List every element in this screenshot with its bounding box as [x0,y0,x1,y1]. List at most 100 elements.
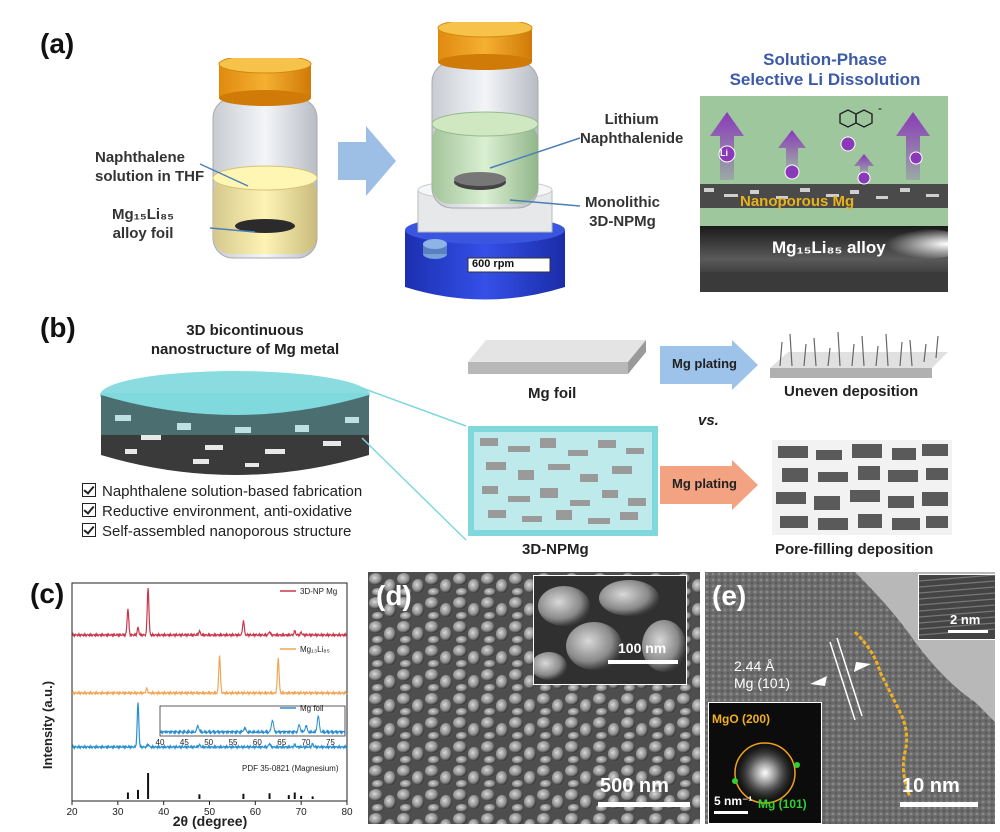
uneven-deposition-illustration [770,331,948,378]
stirrer-speed-label: 600 rpm [472,258,515,270]
fft-mg-label: Mg (101) [758,797,807,811]
fft-mgo-label: MgO (200) [712,712,771,726]
x-tick-label: 20 [66,807,78,818]
zoom-lines [361,387,467,541]
checklist-item: Self-assembled nanoporous structure [82,522,362,542]
nanoporous-mg-label: Nanoporous Mg [740,193,854,210]
d-spacing-label: 2.44 Å Mg (101) [734,658,790,692]
panel-label-c: (c) [30,578,65,609]
alloy-line2: alloy foil [112,225,174,242]
schematic-title-line2: Selective Li Dissolution [729,70,921,89]
mg-foil-slab [468,340,646,374]
alloy-layer-label: Mg₁₅Li₈₅ alloy [772,238,886,257]
alloy-line1: Mg₁₅Li₈₅ [112,206,174,223]
fft-inset [708,702,822,824]
sem-inset-texture [534,580,686,680]
nanostructure-title: 3D bicontinuous nanostructure of Mg meta… [130,321,360,359]
sem-inset-scale-bar [608,660,678,664]
inset-tick-label: 60 [253,738,262,747]
d-spacing-line1: 2.44 Å [734,658,775,674]
mg-plating-label-top: Mg plating [672,356,737,371]
inset-tick-label: 40 [156,738,165,747]
monolithic-npmg-label: Monolithic 3D-NPMg [585,193,660,231]
schematic-title-line1: Solution-Phase [763,50,887,69]
feature-checklist: Naphthalene solution-based fabrication R… [82,482,362,542]
xrd-series-line [71,702,348,751]
legend-label: 3D-NP Mg [300,587,337,596]
sem-scale-bar [598,802,690,807]
checklist-item: Naphthalene solution-based fabrication [82,482,362,502]
npmg-cross-section [468,426,658,536]
naphthalene-line1: Naphthalene [95,149,186,166]
vs-label: vs. [698,412,719,429]
xrd-series-line [71,655,348,697]
sem-inset [533,575,687,685]
tem-inset-scale-bar [948,630,988,633]
checkbox-icon [82,523,96,537]
inset-tick-label: 65 [277,738,286,747]
xrd-series-line [71,588,348,639]
tem-inset-scale-text: 2 nm [950,612,981,627]
monolithic-line2: 3D-NPMg [589,213,656,230]
plating-arrow-blue [660,340,758,390]
li-ion-label: Li [720,148,728,158]
panel-label-b: (b) [40,312,76,343]
svg-text:-: - [878,101,882,115]
alloy-foil-label: Mg₁₅Li₈₅ alloy foil [112,205,174,243]
x-tick-label: 40 [158,807,170,818]
npmg-disc-illustration [100,371,370,475]
naphthalene-line2: solution in THF [95,168,205,185]
inset-tick-label: 70 [302,738,311,747]
panel-label-a: (a) [40,28,75,59]
inset-tick-label: 45 [180,738,189,747]
npmg-label: 3D-NPMg [522,541,589,558]
x-tick-label: 50 [204,807,216,818]
checkbox-icon [82,503,96,517]
nanostructure-title-line2: nanostructure of Mg metal [150,341,340,358]
mg-plating-label-bottom: Mg plating [672,476,737,491]
x-tick-label: 30 [112,807,124,818]
panel-label-d: (d) [376,580,412,611]
inset-tick-label: 55 [229,738,238,747]
x-tick-label: 80 [341,807,353,818]
y-axis-label: Intensity (a.u.) [40,681,55,769]
inset-series-line [159,715,346,736]
monolithic-line1: Monolithic [585,194,660,211]
legend-label: Mg foil [300,704,324,713]
stirrer-vial-illustration [405,22,565,300]
d-spacing-line2: Mg (101) [734,675,791,691]
fft-pattern [731,739,800,807]
fft-scale-bar [714,811,748,814]
tem-scale-bar [900,802,978,807]
panel-label-e: (e) [712,580,747,611]
nanostructure-title-line1: 3D bicontinuous [186,322,304,339]
pore-filling-illustration [772,440,952,535]
sem-inset-scale-text: 100 nm [618,640,667,656]
li-naph-line1: Lithium [604,111,659,128]
fft-scale-text: 5 nm⁻¹ [714,794,753,808]
tem-scale-text: 10 nm [902,775,960,797]
checklist-item: Reductive environment, anti-oxidative [82,502,362,522]
vial-naphthalene-illustration [212,58,318,259]
li-dissolution-schematic: - Nanoporous Mg Mg₁₅Li₈₅ alloy [700,96,948,292]
leader-lines-vial2 [489,137,581,207]
mg-foil-label: Mg foil [528,385,577,402]
uneven-deposition-label: Uneven deposition [784,383,919,400]
li-naph-line2: Naphthalenide [580,130,684,147]
x-tick-label: 60 [250,807,262,818]
leader-lines-vial1 [199,163,256,233]
inset-tick-label: 50 [204,738,213,747]
tem-inset-hrtem [918,574,996,640]
x-tick-label: 70 [296,807,308,818]
checkbox-icon [82,483,96,497]
lithium-naphthalenide-label: Lithium Naphthalenide [580,110,683,148]
pore-filling-label: Pore-filling deposition [775,541,934,558]
x-axis-label: 2θ (degree) [173,813,247,829]
naphthalene-solution-label: Naphthalene solution in THF [95,148,204,186]
plating-arrow-orange [660,460,758,510]
schematic-title: Solution-Phase Selective Li Dissolution [700,50,950,90]
xrd-chart: Intensity (a.u.) 2θ (degree) 20 30 40 50 60 7… [40,582,353,829]
reference-label: PDF 35-0821 (Magnesium) [242,764,339,773]
checklist-text: Self-assembled nanoporous structure [102,523,352,540]
legend-label: Mg₁₃Li₈₅ [300,645,330,654]
